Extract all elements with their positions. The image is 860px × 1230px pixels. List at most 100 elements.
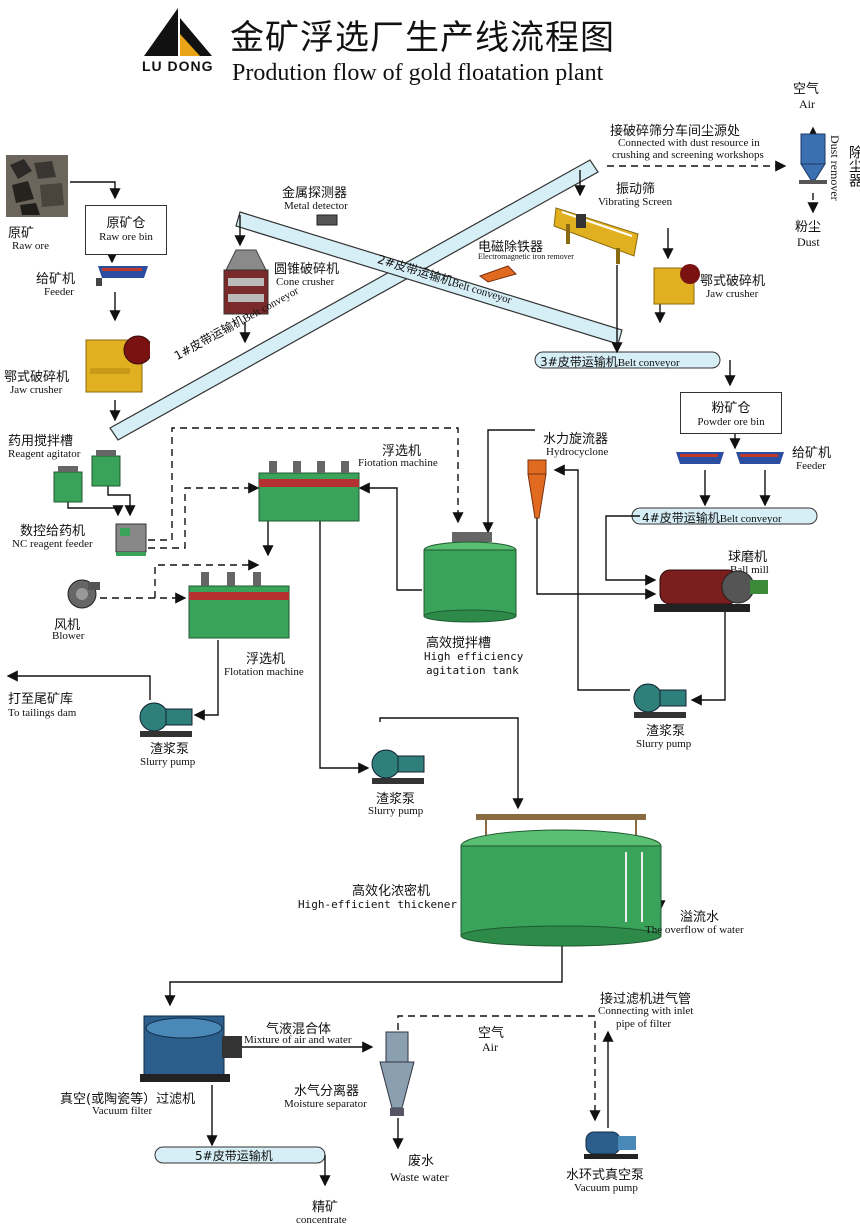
waste-water-label-en: Waste water <box>390 1170 449 1184</box>
raw-ore-label: 原矿 <box>8 226 35 241</box>
blower-icon <box>67 579 100 609</box>
filter-inlet-label-en-1: Connecting with inlet <box>598 1005 694 1017</box>
metal-detector-icon <box>316 214 338 226</box>
belt-5-label: 5#皮带运输机 <box>195 1147 273 1164</box>
reagent-agitator-icon <box>53 450 121 503</box>
agitation-tank-label-en-1: High efficiency <box>424 650 524 663</box>
belt-5-label-zh: 5#皮带运输机 <box>195 1149 273 1163</box>
nc-feeder-label-en: NC reagent feeder <box>12 538 93 550</box>
slurry-pump-1-label: 渣浆泵 <box>150 742 190 757</box>
ball-mill-label: 球磨机 <box>728 550 768 565</box>
vibrating-screen-label-en: Vibrating Screen <box>598 196 673 208</box>
cone-crusher-label: 圆锥破碎机 <box>274 262 340 277</box>
blower-label-en: Blower <box>52 630 85 642</box>
belt-4-label: 4#皮带运输机Belt conveyor <box>642 509 782 526</box>
belt-3-label: 3#皮带运输机Belt conveyor <box>540 353 680 370</box>
magnetic-remover-label-en: Electromagnetic iron remover <box>478 252 574 261</box>
slurry-pump-3-icon <box>371 749 425 784</box>
concentrate-label-en: concentrate <box>296 1214 347 1226</box>
overflow-label-en: The overflow of water <box>645 924 744 936</box>
jaw-crusher-2-icon <box>653 264 700 305</box>
logo-text: LU DONG <box>142 58 214 74</box>
agitation-tank-label-en-2: agitation tank <box>426 664 519 677</box>
belt-3-label-en: Belt conveyor <box>617 357 680 369</box>
moisture-separator-label: 水气分离器 <box>294 1084 360 1099</box>
page-title: 金矿浮选厂生产线流程图 <box>230 18 615 58</box>
dust-source-label: 接破碎筛分车间尘源处 <box>610 124 741 139</box>
waste-water-label: 废水 <box>408 1154 435 1169</box>
cone-crusher-icon <box>223 249 269 315</box>
hydrocyclone-label: 水力旋流器 <box>543 432 609 447</box>
feeder-2a-icon <box>676 452 724 464</box>
jaw-crusher-2-label-en: Jaw crusher <box>706 288 759 300</box>
raw-ore-icon <box>6 155 68 217</box>
dust-source-label-en-1: Connected with dust resource in <box>618 137 760 149</box>
raw-ore-bin-label: 原矿仓 <box>106 216 146 231</box>
filter-inlet-label-en-2: pipe of filter <box>616 1018 671 1030</box>
logo: LU DONG <box>140 6 216 76</box>
slurry-pump-1-label-en: Slurry pump <box>140 756 196 768</box>
slurry-pump-1-icon <box>139 702 193 737</box>
filter-inlet-label: 接过滤机进气管 <box>600 992 692 1007</box>
concentrate-label: 精矿 <box>312 1200 339 1215</box>
vacuum-pump-icon <box>584 1131 638 1159</box>
belt-3-label-zh: 3#皮带运输机 <box>540 355 618 369</box>
dust-remover-icon <box>799 133 827 184</box>
slurry-pump-3-label: 渣浆泵 <box>376 792 416 807</box>
dust-label: 粉尘 <box>795 220 822 235</box>
agitation-tank-label: 高效搅拌槽 <box>426 636 492 651</box>
thickener-icon <box>460 814 662 947</box>
moisture-separator-icon <box>379 1031 415 1116</box>
feeder-1-label-en: Feeder <box>44 286 74 298</box>
flotation-1-label: 浮选机 <box>246 652 286 667</box>
overflow-label: 溢流水 <box>680 910 720 925</box>
slurry-pump-2-label: 渣浆泵 <box>646 724 686 739</box>
logo-mark-icon <box>144 8 212 56</box>
slurry-pump-2-icon <box>633 683 687 718</box>
flotation-2-label-en: Fiotation machine <box>358 457 438 469</box>
flotation-2-label: 浮选机 <box>382 444 422 459</box>
dust-remover-label: 除尘器 <box>847 145 860 187</box>
ball-mill-icon <box>654 569 768 612</box>
thickener-label-en: High-efficient thickener <box>298 898 457 911</box>
tailings-label-en: To tailings dam <box>8 707 77 719</box>
belt-4-label-zh: 4#皮带运输机 <box>642 511 720 525</box>
vacuum-filter-icon <box>140 1015 242 1082</box>
powder-ore-bin-label: 粉矿仓 <box>711 401 751 416</box>
dust-label-en: Dust <box>797 235 820 249</box>
page-subtitle: Prodution flow of gold floatation plant <box>232 60 604 86</box>
dust-remover-label-en: Dust remover <box>828 135 842 201</box>
feeder-2-label-en: Feeder <box>796 460 826 472</box>
thickener-label: 高效化浓密机 <box>352 884 431 899</box>
nc-feeder-icon <box>115 523 147 556</box>
belt-conveyor-3 <box>534 351 721 369</box>
vacuum-filter-label-en: Vacuum filter <box>92 1105 153 1117</box>
raw-ore-bin: 原矿仓 Raw ore bin <box>85 205 167 255</box>
powder-ore-bin: 粉矿仓 Powder ore bin <box>680 392 782 434</box>
metal-detector-label-en: Metal detector <box>284 200 348 212</box>
reagent-agitator-label-en: Reagent agitator <box>8 448 81 460</box>
slurry-pump-2-label-en: Slurry pump <box>636 738 692 750</box>
belt-4-label-en: Belt conveyor <box>719 513 782 525</box>
feeder-2b-icon <box>736 452 784 464</box>
hydrocyclone-label-en: Hydrocyclone <box>546 446 609 458</box>
raw-ore-bin-label-en: Raw ore bin <box>99 231 153 243</box>
dust-source-label-en-2: crushing and screening workshops <box>612 149 764 161</box>
belt-conveyor-1 <box>109 159 599 441</box>
air-top-label-en: Air <box>799 97 815 111</box>
flotation-machine-2-icon <box>258 461 360 522</box>
powder-ore-bin-label-en: Powder ore bin <box>697 416 765 428</box>
raw-ore-label-en: Raw ore <box>12 240 49 252</box>
vibrating-screen-label: 振动筛 <box>616 182 656 197</box>
air-bottom-label-en: Air <box>482 1040 498 1054</box>
feeder-1-label: 给矿机 <box>36 272 76 287</box>
slurry-pump-3-label-en: Slurry pump <box>368 805 424 817</box>
jaw-crusher-1-label: 鄂式破碎机 <box>4 370 70 385</box>
feeder-2-label: 给矿机 <box>792 446 832 461</box>
vacuum-pump-label: 水环式真空泵 <box>566 1168 645 1183</box>
hydrocyclone-icon <box>527 459 547 519</box>
vibrating-screen-icon <box>553 207 639 264</box>
magnetic-remover-label: 电磁除铁器 <box>478 240 544 255</box>
flotation-1-label-en: Flotation machine <box>224 666 304 678</box>
metal-detector-label: 金属探测器 <box>282 186 348 201</box>
